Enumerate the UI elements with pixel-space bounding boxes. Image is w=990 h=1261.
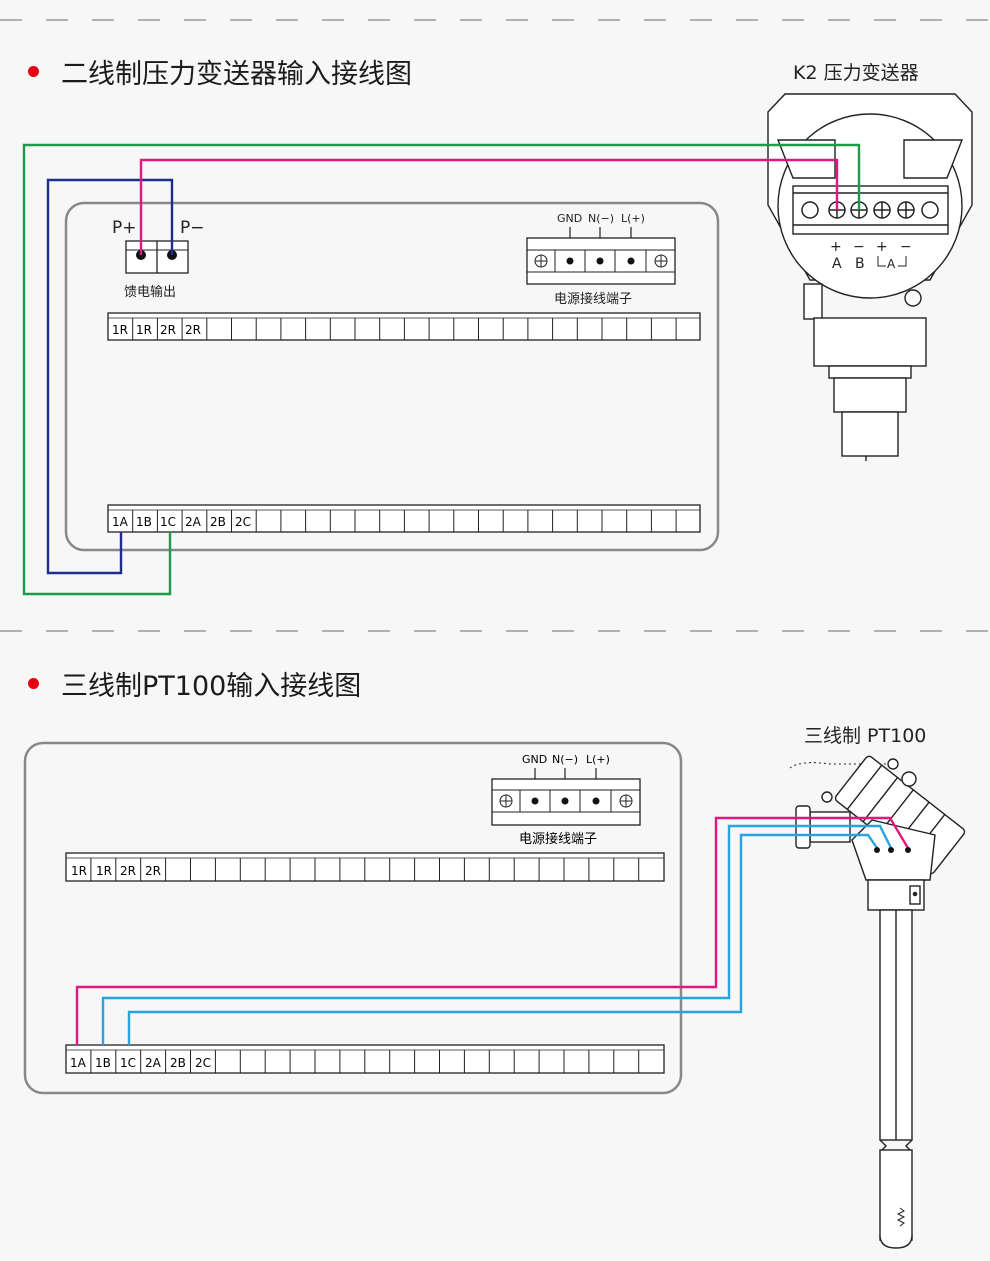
strip-label: 1B: [95, 1056, 111, 1070]
strip-label: 1A: [112, 515, 129, 529]
terminal-strip-bottom-2: 1A 1B 1C 2A 2B 2C: [65, 1044, 665, 1074]
strip-label: 2C: [195, 1056, 211, 1070]
strip-label: 2B: [170, 1056, 186, 1070]
wires-section1: [22, 143, 861, 596]
strip-label: 2A: [185, 515, 202, 529]
power-terminal-label: 电源接线端子: [519, 831, 597, 847]
strip-label: 2B: [210, 515, 226, 529]
section-three-wire: GND N(−) L(+) 电源接线端子 1R: [23, 725, 966, 1249]
n-label: N(−): [552, 753, 578, 766]
controller-panel: [64, 201, 720, 552]
strip-label: 1R: [71, 864, 87, 878]
strip-label: 2R: [160, 323, 176, 337]
power-terminal-bottom: GND N(−) L(+) 电源接线端子: [491, 753, 641, 847]
wire-blue-c: [127, 833, 878, 1045]
terminal-sign: +: [830, 239, 842, 255]
controller-panel-2: [23, 741, 683, 1095]
meter-label: A: [887, 257, 896, 271]
strip-label: 2R: [185, 323, 201, 337]
terminal-label: B: [855, 256, 865, 272]
pt100-label: 三线制 PT100: [804, 725, 926, 747]
strip-label: 2C: [235, 515, 251, 529]
strip-label: 1B: [136, 515, 152, 529]
feed-minus-label: P−: [180, 218, 205, 238]
gnd-label: GND: [557, 212, 582, 225]
pt100-sensor: 三线制 PT100: [789, 725, 966, 1249]
strip-label: 1A: [70, 1056, 87, 1070]
wire-magenta: [139, 158, 839, 255]
section-title-1: 二线制压力变送器输入接线图: [61, 59, 412, 90]
wire-blue-b: [101, 824, 893, 1045]
terminal-strip-bottom: 1A 1B 1C 2A 2B 2C: [107, 504, 701, 533]
pressure-transmitter: K2 压力变送器: [767, 62, 973, 461]
transmitter-terminal-labels: + − + − A B A: [830, 239, 912, 272]
strip-label: 1R: [96, 864, 112, 878]
wire-navy: [46, 178, 174, 575]
bullet-icon: [28, 66, 39, 77]
n-label: N(−): [588, 212, 614, 225]
terminal-strip-top: 1R 1R 2R 2R: [107, 312, 701, 341]
terminal-sign: −: [900, 239, 912, 255]
section-title-2: 三线制PT100输入接线图: [61, 671, 362, 702]
feed-output-label: 馈电输出: [124, 284, 176, 300]
l-label: L(+): [586, 753, 610, 766]
terminal-strip-top-2: 1R 1R 2R 2R: [65, 852, 665, 882]
l-label: L(+): [621, 212, 645, 225]
section-heading-2: 三线制PT100输入接线图: [28, 664, 361, 703]
gnd-label: GND: [522, 753, 547, 766]
section-two-wire: P+ P− 馈电输出 GND N(−) L(+): [22, 62, 973, 596]
transmitter-label: K2 压力变送器: [793, 62, 919, 84]
strip-label: 2R: [120, 864, 136, 878]
strip-label: 2R: [145, 864, 161, 878]
power-terminal-top: GND N(−) L(+) 电源接线端子: [526, 212, 676, 307]
strip-label: 1R: [112, 323, 128, 337]
strip-label: 1C: [160, 515, 176, 529]
section-heading-1: 二线制压力变送器输入接线图: [28, 52, 412, 91]
feed-output-terminal: P+ P− 馈电输出: [112, 218, 205, 300]
terminal-label: A: [832, 256, 842, 272]
wire-green: [22, 143, 861, 596]
power-terminal-label: 电源接线端子: [554, 291, 632, 307]
wires-section2: [75, 816, 911, 1045]
wire-magenta-2: [75, 816, 910, 1045]
terminal-sign: +: [876, 239, 888, 255]
feed-plus-label: P+: [112, 218, 137, 238]
strip-label: 1C: [120, 1056, 136, 1070]
strip-label: 2A: [145, 1056, 162, 1070]
terminal-sign: −: [853, 239, 865, 255]
bullet-icon: [28, 678, 39, 689]
strip-label: 1R: [136, 323, 152, 337]
